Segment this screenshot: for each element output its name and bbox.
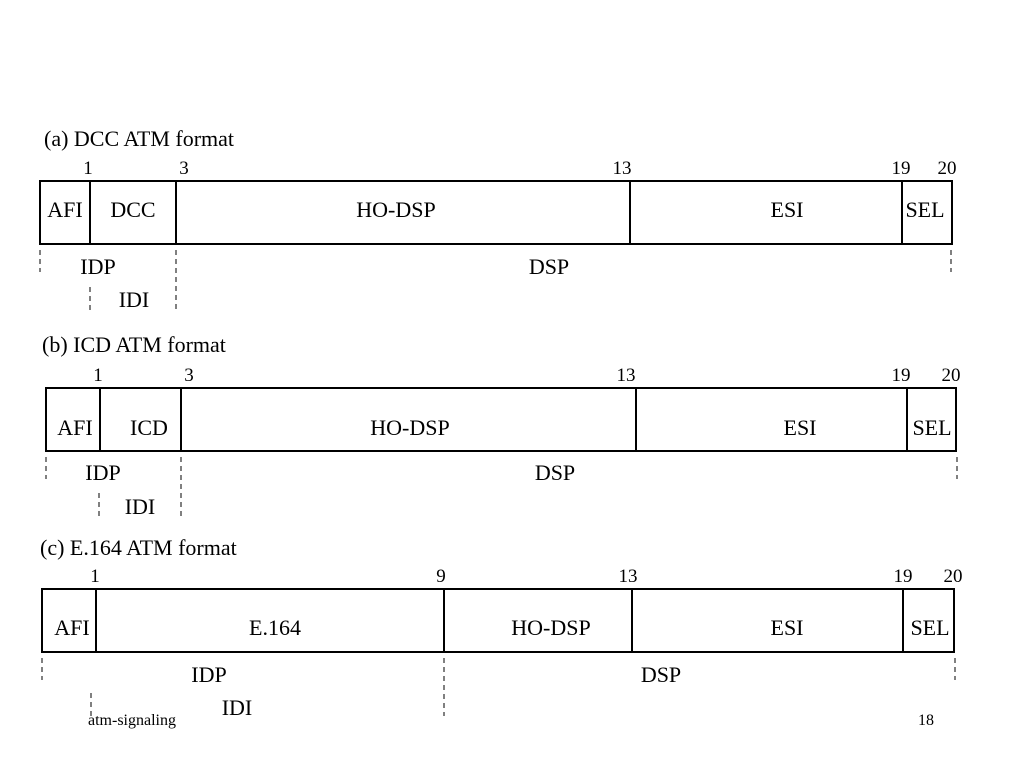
octet-tick: 3	[184, 365, 194, 386]
address-frame	[45, 387, 957, 452]
format-title: (b) ICD ATM format	[42, 332, 226, 357]
field-ho-dsp: HO-DSP	[370, 415, 449, 440]
group-idp: IDP	[85, 460, 120, 485]
group-idp: IDP	[80, 254, 115, 279]
group-dsp: DSP	[529, 254, 569, 279]
address-frame	[39, 180, 953, 245]
field-ho-dsp: HO-DSP	[511, 615, 590, 640]
group-dsp: DSP	[641, 662, 681, 687]
octet-tick: 1	[83, 158, 93, 179]
field-sel: SEL	[905, 197, 944, 222]
field-dcc: DCC	[110, 197, 155, 222]
octet-tick: 19	[892, 365, 911, 386]
address-frame	[41, 588, 955, 653]
octet-tick: 20	[942, 365, 961, 386]
dcc-format: (a) DCC ATM format 1 3 13 19 20 AFI DCC …	[39, 126, 957, 312]
field-afi: AFI	[54, 615, 89, 640]
group-idi: IDI	[119, 287, 150, 312]
group-idp: IDP	[191, 662, 226, 687]
format-title: (c) E.164 ATM format	[40, 535, 237, 560]
field-esi: ESI	[771, 197, 804, 222]
octet-tick: 9	[436, 566, 446, 587]
group-idi: IDI	[222, 695, 253, 720]
group-idi: IDI	[125, 494, 156, 519]
octet-tick: 20	[944, 566, 963, 587]
octet-tick: 20	[938, 158, 957, 179]
field-esi: ESI	[784, 415, 817, 440]
octet-tick: 13	[617, 365, 636, 386]
field-sel: SEL	[910, 615, 949, 640]
field-icd: ICD	[130, 415, 168, 440]
field-ho-dsp: HO-DSP	[356, 197, 435, 222]
footer-label: atm-signaling	[88, 712, 176, 729]
octet-tick: 19	[892, 158, 911, 179]
octet-tick: 3	[179, 158, 189, 179]
field-afi: AFI	[47, 197, 82, 222]
field-sel: SEL	[912, 415, 951, 440]
field-esi: ESI	[771, 615, 804, 640]
octet-tick: 1	[93, 365, 103, 386]
page-number: 18	[918, 712, 934, 729]
format-title: (a) DCC ATM format	[44, 126, 234, 151]
octet-tick: 13	[619, 566, 638, 587]
icd-format: (b) ICD ATM format 1 3 13 19 20 AFI ICD …	[42, 332, 961, 519]
octet-tick: 19	[894, 566, 913, 587]
field-afi: AFI	[57, 415, 92, 440]
octet-tick: 1	[90, 566, 100, 587]
field-e164: E.164	[249, 615, 301, 640]
octet-tick: 13	[613, 158, 632, 179]
group-dsp: DSP	[535, 460, 575, 485]
e164-format: (c) E.164 ATM format 1 9 13 19 20 AFI E.…	[40, 535, 963, 720]
